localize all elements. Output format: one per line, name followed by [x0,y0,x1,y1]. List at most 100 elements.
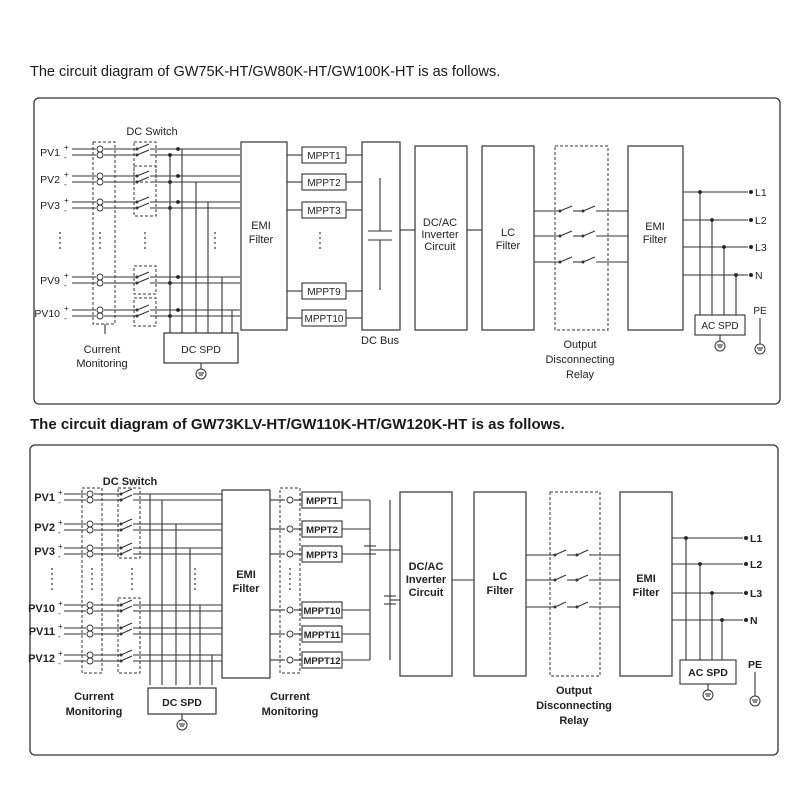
switch-node [119,603,123,607]
switch-contact [136,271,150,278]
switch-contact [554,601,567,608]
switch-contact [576,601,589,608]
junction-dot [710,591,714,595]
mppt-label: MPPT3 [307,206,341,217]
pv-plus: + [58,649,63,658]
junction-dot [710,218,714,222]
pv-minus: - [64,206,67,215]
mppt-label: MPPT10 [304,606,341,617]
current-monitoring-label-line: Current [84,344,121,356]
emi-filter-in-label-line: Filter [249,234,274,246]
junction-dot [720,618,724,622]
dc-switch-box [133,141,157,183]
output-label: L3 [750,588,762,600]
output-terminal [744,562,748,566]
relay-label-line: Relay [566,369,595,381]
switch-node [575,605,579,609]
pv-minus: - [64,314,67,323]
switch-node [119,528,123,532]
relay-box [554,145,609,331]
current-sensor-icon [286,550,294,558]
switch-node [119,522,123,526]
pv-label: PV9 [40,275,60,287]
switch-contact [136,304,150,311]
diagram1-frame [33,97,781,405]
mppt-label: MPPT2 [307,178,341,189]
current-sensor-icon [86,526,94,534]
relay-box [549,491,601,677]
pv-plus: + [58,542,63,551]
pv-label: PV10 [34,308,60,320]
current-sensor-icon [286,606,294,614]
current-sensor-icon [96,204,104,212]
lc-filter-box [473,491,527,677]
switch-node [581,234,585,238]
current-sensor-icon [286,630,294,638]
pv-plus: + [58,599,63,608]
pv-minus: - [58,609,61,618]
switch-contact [120,599,133,606]
output-label: L2 [750,559,762,571]
current-monitoring-right-label-line: Current [270,691,310,703]
pv-label: PV11 [29,626,55,638]
current-sensor-icon [96,178,104,186]
emi-filter-in-label-line: EMI [251,220,271,232]
switch-node [135,308,139,312]
switch-contact [120,542,133,549]
switch-contact [582,256,596,263]
current-sensor-icon [86,601,94,609]
current-sensor-icon [96,306,104,314]
current-sensor-icon [86,490,94,498]
switch-contact [136,277,150,284]
switch-contact [120,488,133,495]
mppt-label: MPPT3 [306,550,338,561]
mppt-label: MPPT1 [306,496,338,507]
switch-contact [136,176,150,183]
junction-dot [734,273,738,277]
current-sensor-icon [86,544,94,552]
junction-dot [176,174,180,178]
switch-node [581,209,585,213]
mppt-label: MPPT9 [307,287,341,298]
junction-dot [176,308,180,312]
junction-dot [722,245,726,249]
pv-minus: - [58,498,61,507]
diagram2-title: The circuit diagram of GW73KLV-HT/GW110K… [30,416,565,433]
pv-minus: - [58,632,61,641]
switch-node [575,578,579,582]
switch-node [135,147,139,151]
output-terminal [744,536,748,540]
current-sensor-icon [86,651,94,659]
switch-contact [559,205,573,212]
switch-node [119,552,123,556]
switch-contact [576,574,589,581]
switch-node [135,206,139,210]
switch-contact [120,605,133,612]
switch-node [135,180,139,184]
switch-node [119,659,123,663]
output-terminal [744,618,748,622]
current-monitoring-label-line: Monitoring [76,358,127,370]
switch-node [558,260,562,264]
junction-dot [698,562,702,566]
pv-label: PV1 [34,492,55,504]
switch-contact [136,310,150,317]
switch-node [119,609,123,613]
output-label: L1 [750,533,762,545]
diagram2-frame [29,444,779,756]
switch-node [575,553,579,557]
lc-filter-label-line: Filter [487,585,515,597]
dc-switch-box [133,165,157,217]
current-monitoring-box-right [279,487,301,674]
pv-plus: + [58,488,63,497]
relay-label-line: Output [556,685,592,697]
switch-contact [120,548,133,555]
emi-filter-out-label-line: Filter [643,234,668,246]
switch-contact [559,256,573,263]
relay-label-line: Disconnecting [545,354,614,366]
dc-switch-label: DC Switch [126,126,177,138]
inverter-box [414,145,468,331]
switch-contact [554,549,567,556]
output-terminal [749,245,753,249]
current-sensor-icon [86,520,94,528]
